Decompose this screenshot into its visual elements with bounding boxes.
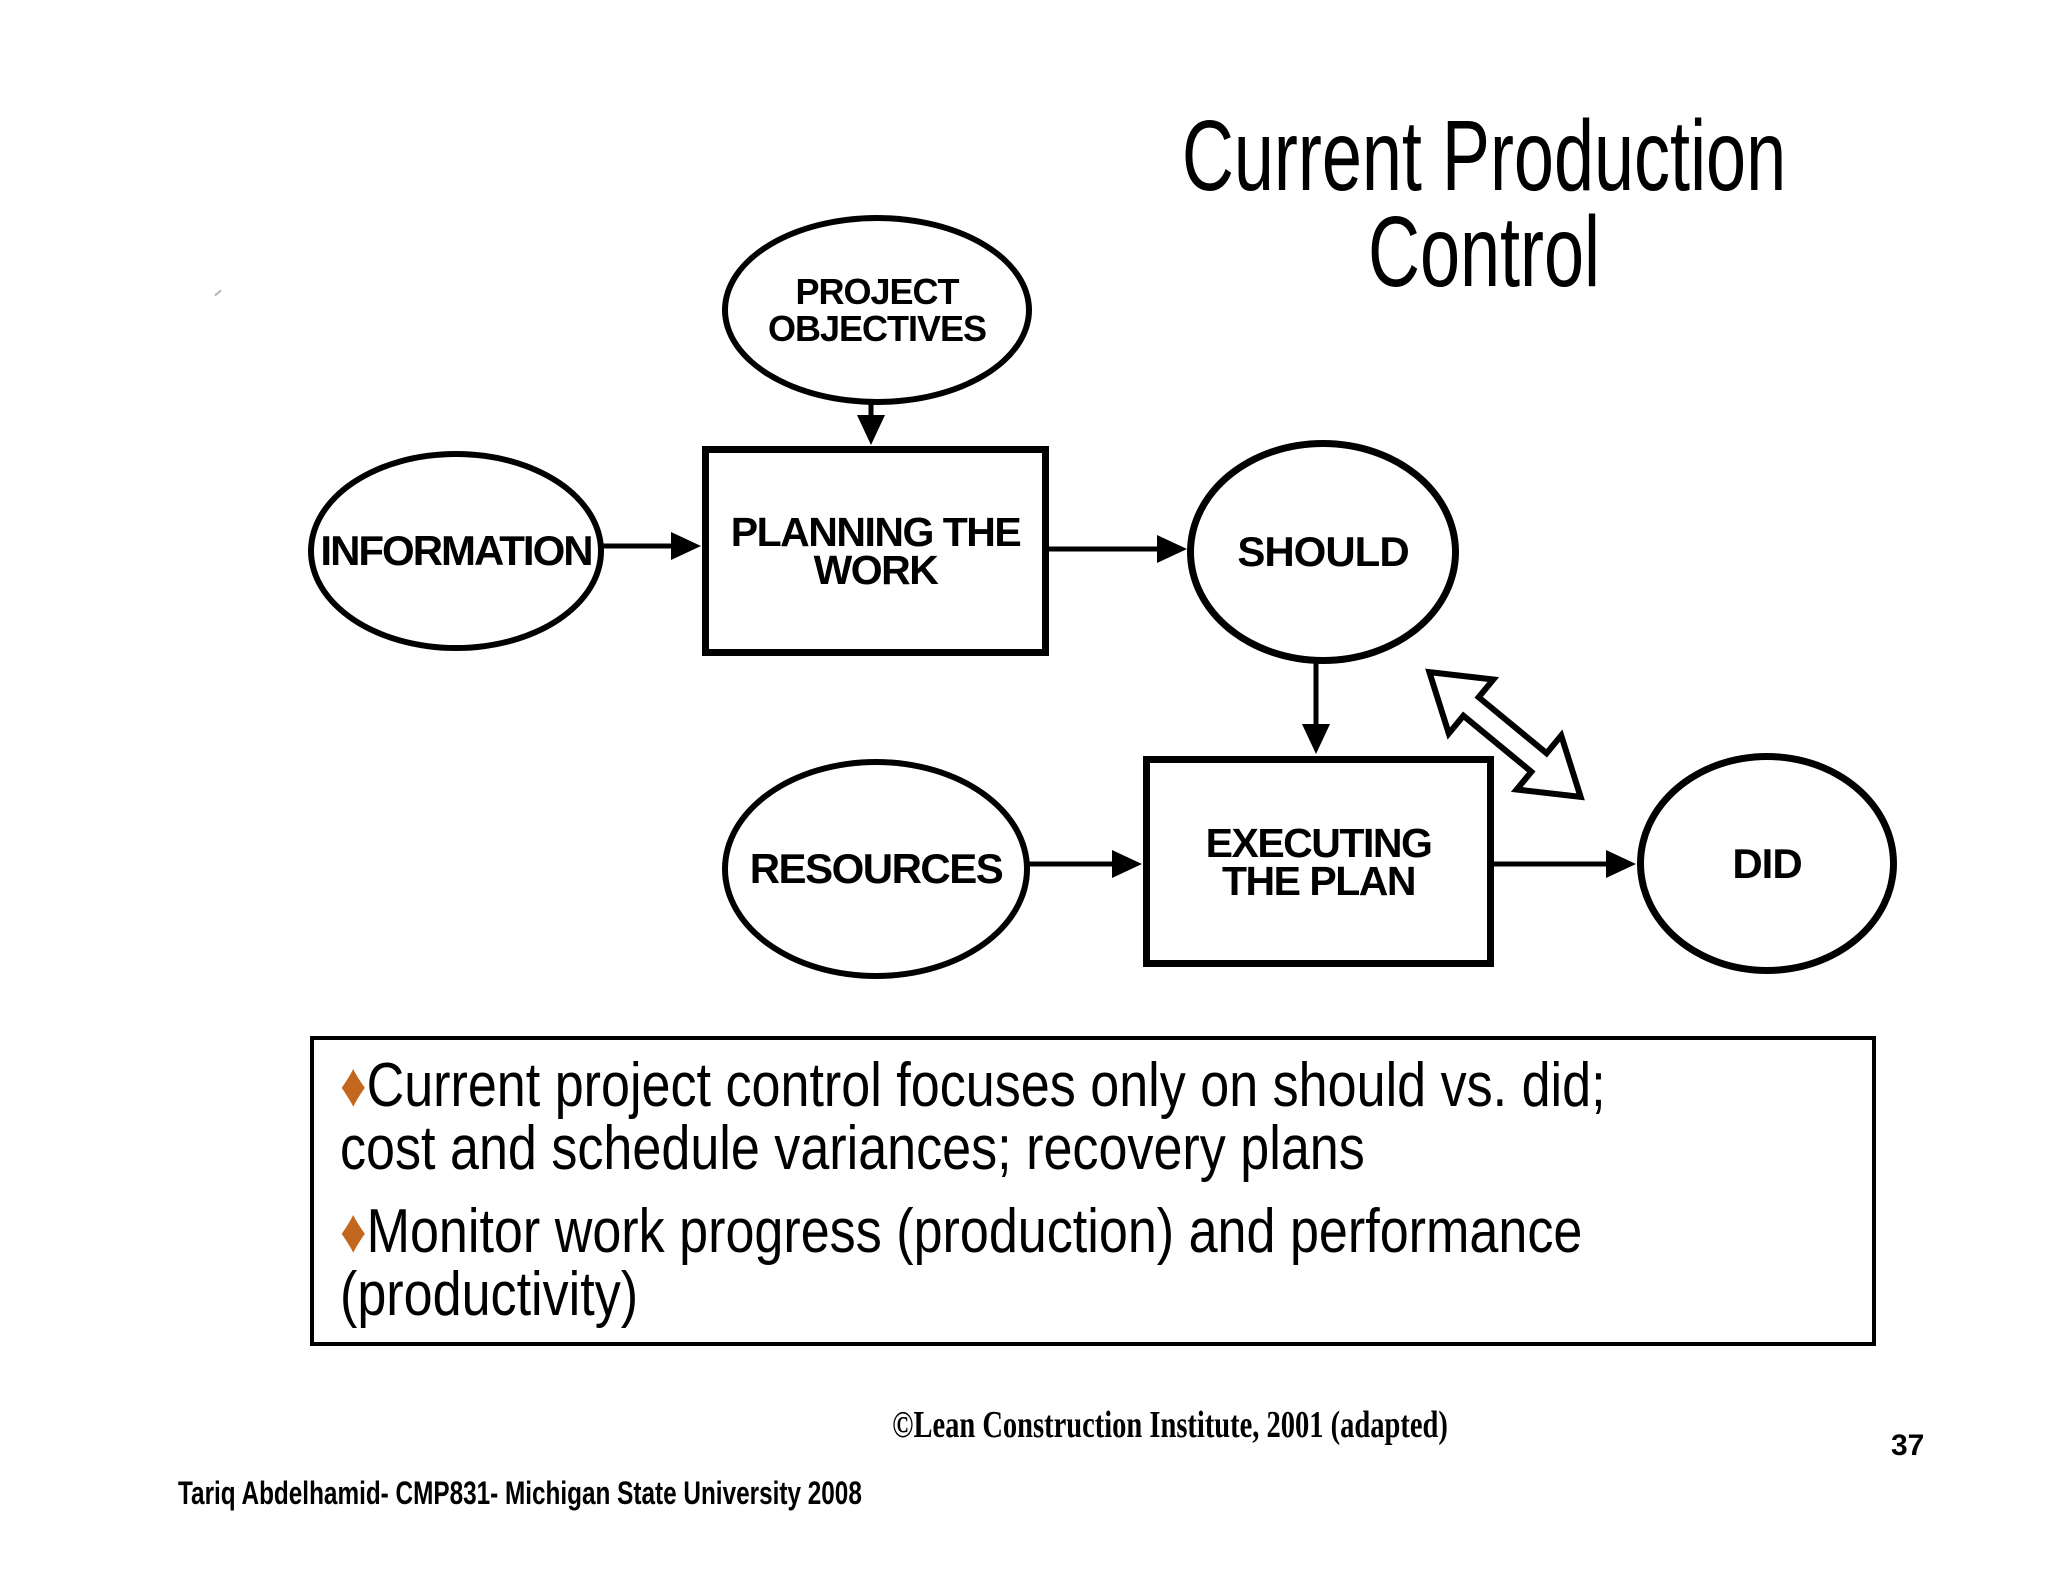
planning-label-line2: WORK <box>813 547 939 593</box>
node-should: SHOULD <box>1187 440 1459 664</box>
attribution-line: Tariq Abdelhamid- CMP831- Michigan State… <box>178 1475 862 1511</box>
arrow-should-to-executing <box>1302 649 1330 754</box>
project-objectives-label-line1: PROJECT <box>795 271 959 312</box>
arrow-executing-to-did <box>1479 850 1636 878</box>
arrow-planning-to-should <box>1035 535 1187 563</box>
bullet-item-1-text-1: Current project control focuses only on … <box>366 1051 1606 1120</box>
stray-mark <box>214 289 222 297</box>
should-label: SHOULD <box>1237 528 1409 575</box>
node-did: DID <box>1637 753 1897 974</box>
bullet-content: ♦Current project control focuses only on… <box>340 1054 1606 1326</box>
slide-title-line1: Current Production <box>1181 100 1787 212</box>
project-objectives-label-line2: OBJECTIVES <box>767 308 987 349</box>
node-information: INFORMATION <box>308 451 604 651</box>
resources-label: RESOURCES <box>749 845 1004 892</box>
slide-title-line2: Control <box>1367 196 1601 308</box>
bullet-box: ♦Current project control focuses only on… <box>310 1036 1876 1346</box>
page-number: 37 <box>1891 1429 1925 1462</box>
node-project-objectives: PROJECT OBJECTIVES <box>722 215 1032 405</box>
slide-title: Current Production Control <box>1160 100 1808 308</box>
information-label: INFORMATION <box>320 527 593 574</box>
did-label: DID <box>1732 839 1802 887</box>
diamond-bullet-icon: ♦ <box>340 1197 367 1266</box>
diamond-bullet-icon: ♦ <box>340 1051 367 1120</box>
bullet-item-2-line-2: (productivity) <box>340 1260 639 1329</box>
bullet-item-1-line-1: ♦Current project control focuses only on… <box>340 1054 1606 1117</box>
bullet-item-2-text-1: Monitor work progress (production) and p… <box>366 1197 1583 1266</box>
node-resources: RESOURCES <box>722 759 1030 979</box>
node-executing-the-plan: EXECUTING THE PLAN <box>1143 756 1494 967</box>
bullet-item-2-line-1: ♦Monitor work progress (production) and … <box>340 1200 1606 1263</box>
bullet-item-1-line-2: cost and schedule variances; recovery pl… <box>340 1114 1365 1183</box>
executing-label-line1: EXECUTING <box>1205 819 1433 866</box>
planning-label-line1: PLANNING THE <box>730 509 1022 555</box>
node-planning-the-work: PLANNING THE WORK <box>702 446 1049 656</box>
arrow-information-to-planning <box>589 532 701 560</box>
credit-line: ©Lean Construction Institute, 2001 (adap… <box>892 1404 1448 1446</box>
arrow-resources-to-executing <box>1017 850 1142 878</box>
executing-label-line2: THE PLAN <box>1221 857 1416 904</box>
